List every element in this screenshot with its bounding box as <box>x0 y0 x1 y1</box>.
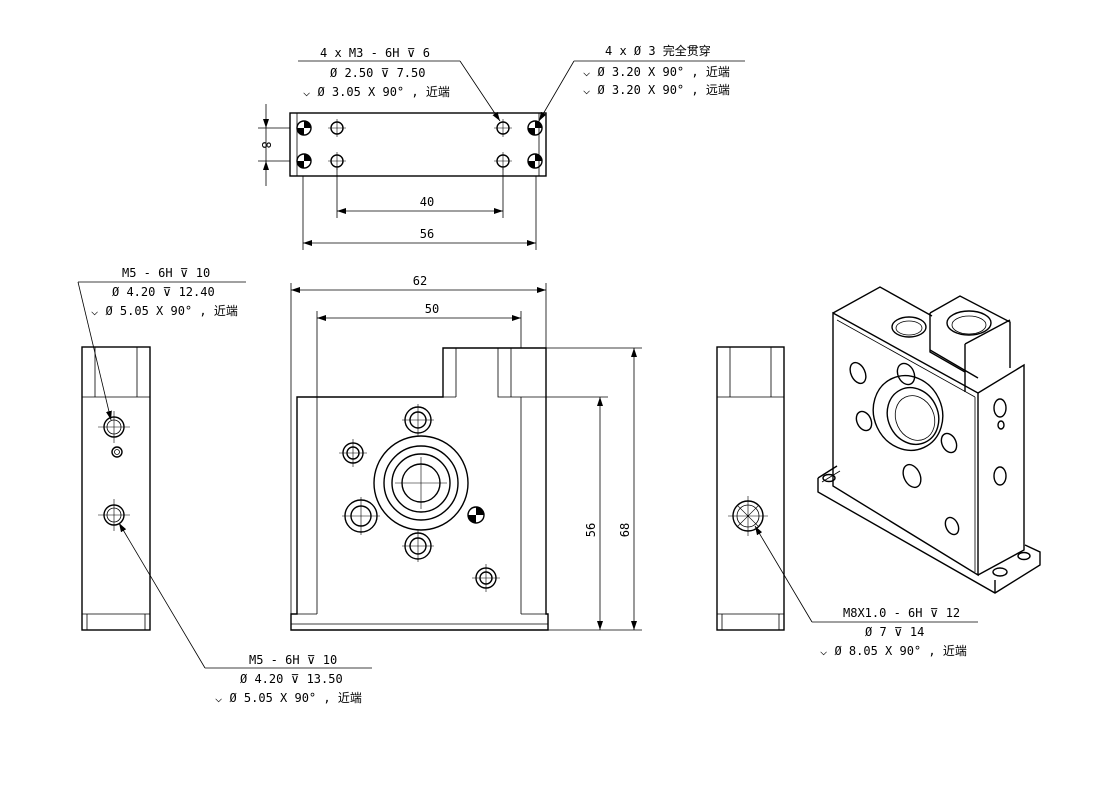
top-view: 8 40 56 4 x M3 - 6H ⊽ 6 Ø 2.50 ⊽ 7.50 ⌵ … <box>258 43 745 250</box>
svg-text:⌵ Ø 5.05 X 90° , 近端: ⌵ Ø 5.05 X 90° , 近端 <box>215 691 362 705</box>
isometric-view <box>817 286 1041 594</box>
dim-top-inner: 40 <box>420 195 434 209</box>
svg-text:⌵ Ø 5.05 X 90° , 近端: ⌵ Ø 5.05 X 90° , 近端 <box>91 304 238 318</box>
svg-text:⌵ Ø 3.20 X 90° , 远端: ⌵ Ø 3.20 X 90° , 远端 <box>583 83 730 97</box>
svg-text:⌵ Ø 8.05 X 90° , 近端: ⌵ Ø 8.05 X 90° , 近端 <box>820 644 967 658</box>
svg-text:Ø 7 ⊽ 14: Ø 7 ⊽ 14 <box>865 625 924 639</box>
top-view-holes <box>296 119 543 170</box>
front-holes <box>339 404 500 592</box>
svg-text:Ø 4.20 ⊽ 12.40: Ø 4.20 ⊽ 12.40 <box>112 285 215 299</box>
callout-left-top: M5 - 6H ⊽ 10 Ø 4.20 ⊽ 12.40 ⌵ Ø 5.05 X 9… <box>77 266 246 421</box>
svg-text:M8X1.0 - 6H ⊽ 12: M8X1.0 - 6H ⊽ 12 <box>843 606 960 620</box>
callout-top-right: 4 x Ø 3 完全贯穿 ⌵ Ø 3.20 X 90° , 近端 ⌵ Ø 3.2… <box>538 43 745 122</box>
svg-text:M5 - 6H ⊽ 10: M5 - 6H ⊽ 10 <box>122 266 210 280</box>
right-view: M8X1.0 - 6H ⊽ 12 Ø 7 ⊽ 14 ⌵ Ø 8.05 X 90°… <box>716 346 978 658</box>
dim-front-width: 62 <box>413 274 427 288</box>
top-view-outline <box>289 112 547 177</box>
right-view-outline <box>716 346 785 631</box>
svg-text:4 x M3 - 6H ⊽ 6: 4 x M3 - 6H ⊽ 6 <box>320 46 430 60</box>
svg-text:⌵ Ø 3.20 X 90° , 近端: ⌵ Ø 3.20 X 90° , 近端 <box>583 65 730 79</box>
front-view-outline <box>290 347 549 631</box>
dim-front-h56: 56 <box>584 523 598 537</box>
callout-top-left: 4 x M3 - 6H ⊽ 6 Ø 2.50 ⊽ 7.50 ⌵ Ø 3.05 X… <box>298 46 501 122</box>
svg-text:Ø 4.20 ⊽ 13.50: Ø 4.20 ⊽ 13.50 <box>240 672 343 686</box>
dim-front-h68: 68 <box>618 523 632 537</box>
dim-front-inner: 50 <box>425 302 439 316</box>
front-view: 62 50 56 68 <box>290 274 642 631</box>
dim-top-outer: 56 <box>420 227 434 241</box>
callout-right: M8X1.0 - 6H ⊽ 12 Ø 7 ⊽ 14 ⌵ Ø 8.05 X 90°… <box>754 525 978 658</box>
svg-text:4 x Ø 3 完全贯穿: 4 x Ø 3 完全贯穿 <box>605 43 711 58</box>
left-view: M5 - 6H ⊽ 10 Ø 4.20 ⊽ 12.40 ⌵ Ø 5.05 X 9… <box>77 266 372 705</box>
left-view-outline <box>81 346 151 631</box>
svg-text:Ø 2.50 ⊽ 7.50: Ø 2.50 ⊽ 7.50 <box>330 66 425 80</box>
dim-top-height: 8 <box>259 141 273 148</box>
svg-text:M5 - 6H ⊽ 10: M5 - 6H ⊽ 10 <box>249 653 337 667</box>
callout-left-bottom: M5 - 6H ⊽ 10 Ø 4.20 ⊽ 13.50 ⌵ Ø 5.05 X 9… <box>118 522 372 705</box>
svg-text:⌵ Ø 3.05 X 90° , 近端: ⌵ Ø 3.05 X 90° , 近端 <box>303 85 450 99</box>
front-center-bore <box>373 435 469 531</box>
